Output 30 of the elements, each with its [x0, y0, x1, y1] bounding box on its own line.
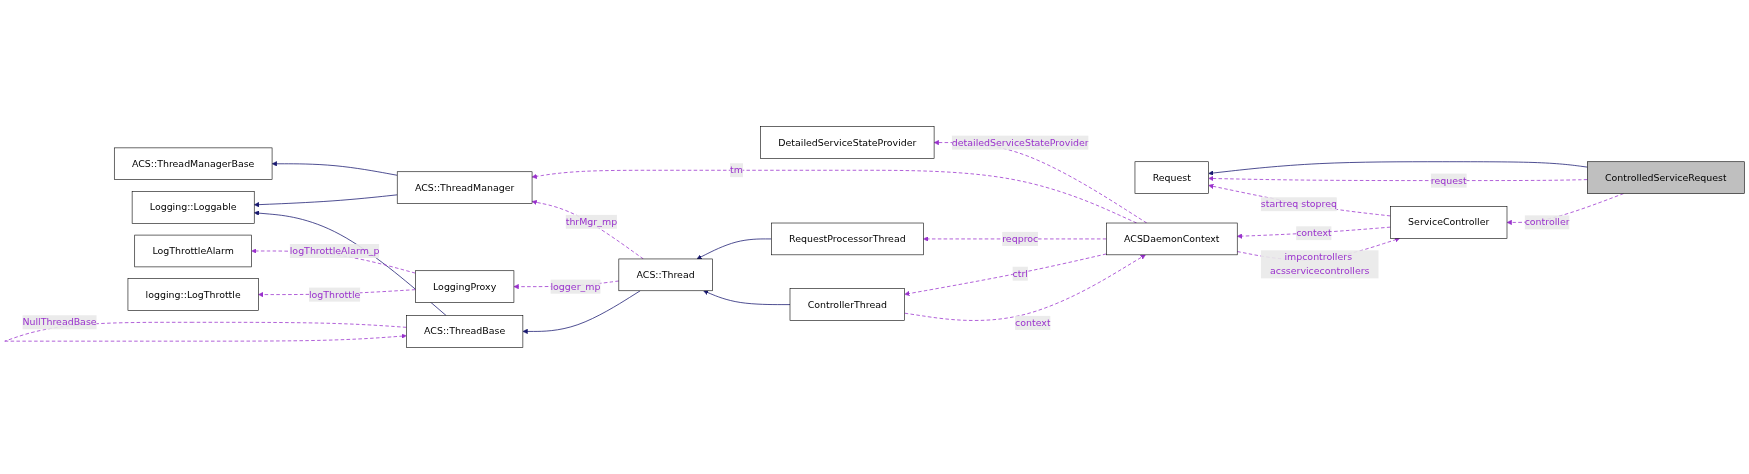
node-box: RequestProcessorThread [771, 222, 924, 256]
edge-label: logger_mp [550, 280, 601, 292]
node-box: ACS::ThreadManager [396, 171, 533, 204]
node-box: ACSDaemonContext [1106, 222, 1238, 256]
node-box: ServiceController [1390, 206, 1508, 239]
node-box: ControlledServiceRequest [1587, 161, 1745, 194]
edge-label: reqproc [1002, 233, 1039, 245]
edge-label: logThrottleAlarm_p [289, 245, 380, 257]
node-box: logging::LogThrottle [127, 278, 259, 311]
node-box: ControllerThread [789, 288, 905, 321]
edge-label: controller [1524, 216, 1570, 228]
edge-label: ctrl [1012, 267, 1028, 279]
edge-label: NullThreadBase [22, 316, 97, 328]
node-box: ACS::ThreadBase [406, 315, 524, 348]
node-box: Request [1134, 161, 1209, 194]
node-box: ACS::Thread [618, 258, 713, 292]
node-box: Logging::Loggable [131, 191, 255, 224]
node-box: LoggingProxy [415, 270, 515, 303]
node-box: ACS::ThreadManagerBase [114, 147, 273, 180]
node-box: LogThrottleAlarm [134, 234, 252, 268]
edge-label: context [1296, 227, 1332, 239]
node-box: DetailedServiceStateProvider [760, 126, 935, 159]
edge-label: tm [730, 164, 743, 176]
edge-label: context [1015, 317, 1051, 329]
edge-label: startreq stopreq [1260, 198, 1338, 210]
edge-label: detailedServiceStateProvider [951, 136, 1089, 148]
edge-label: impcontrollers acsservicecontrollers [1269, 251, 1370, 277]
edge-label: logThrottle [308, 288, 361, 300]
edge-label: thrMgr_mp [565, 215, 618, 228]
edge-label: request [1430, 174, 1467, 186]
